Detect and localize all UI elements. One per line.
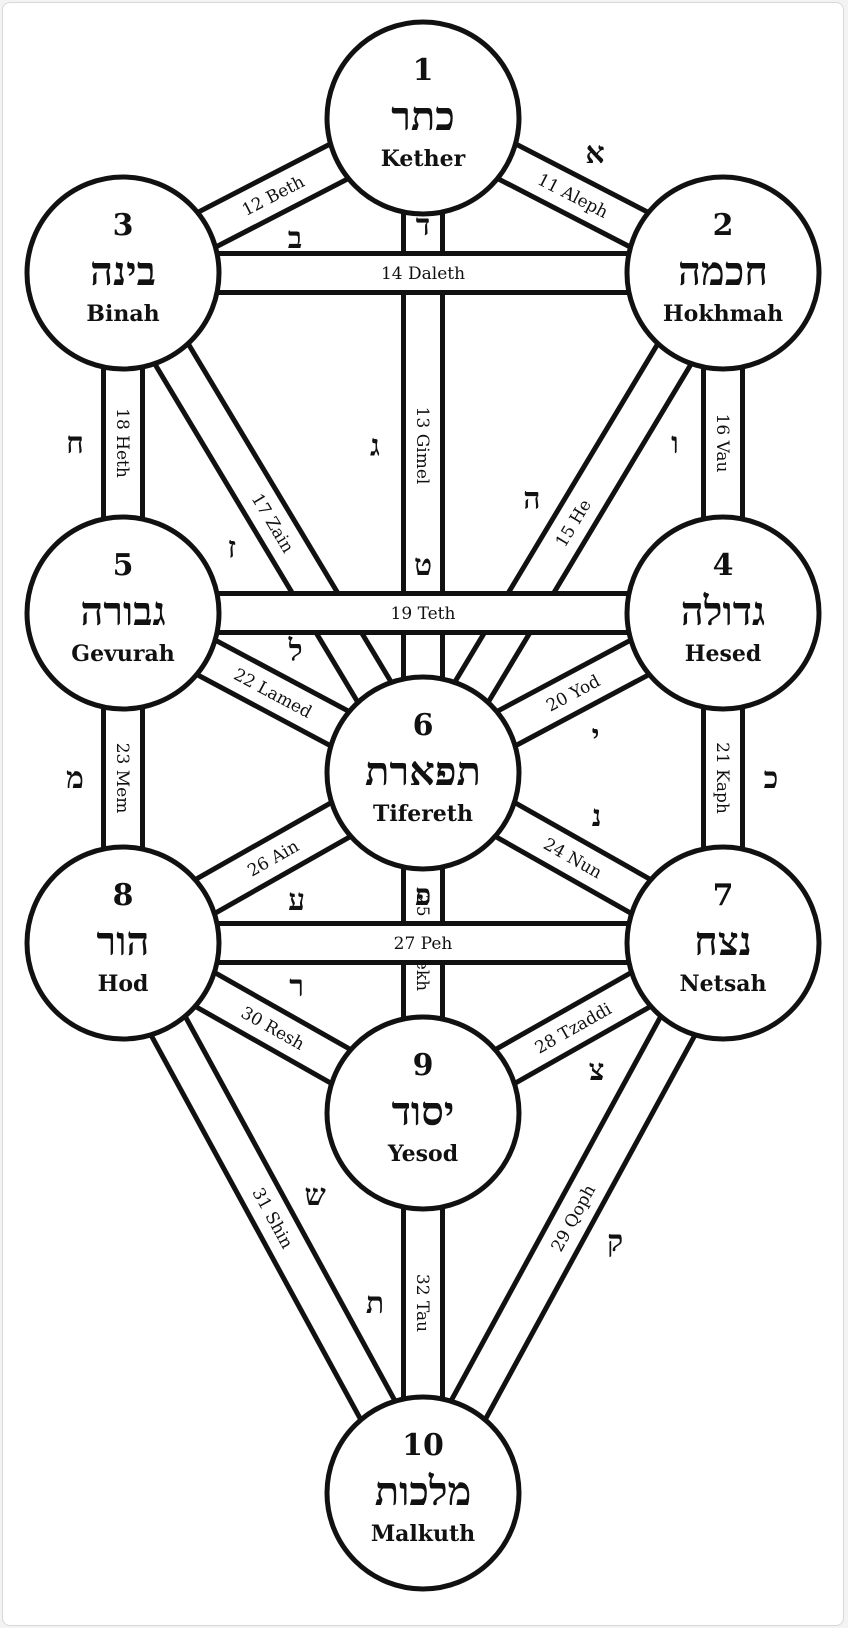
sephirah-tifereth: 6 תפארת Tifereth (324, 674, 522, 872)
sephirah-hebrew-name: גבורה (80, 588, 165, 635)
path-19-teth: 19 Teth ט (123, 548, 723, 635)
sephirah-yesod: 9 יסוד Yesod (324, 1014, 522, 1212)
path-letter-peh: פ (415, 878, 431, 913)
sephirah-binah: 3 בינה Binah (24, 174, 222, 372)
sephirah-name: Yesod (387, 1141, 458, 1167)
path-letter-kaph: כ (764, 761, 779, 796)
sephirah-circle (624, 844, 822, 1042)
path-letter-lamed: ל (288, 634, 303, 669)
sephirah-circle (24, 174, 222, 372)
sephirah-malkuth: 10 מלכות Malkuth (324, 1394, 522, 1592)
path-letter-heth: ח (66, 426, 84, 461)
sephirah-name: Binah (86, 301, 159, 327)
sephirah-gevurah: 5 גבורה Gevurah (24, 514, 222, 712)
path-label: 32 Tau (412, 1274, 432, 1332)
sephirah-number: 9 (413, 1048, 434, 1083)
path-label: 13 Gimel (412, 407, 432, 485)
path-letter-ain: ע (288, 883, 305, 918)
sephirah-circle (324, 674, 522, 872)
sephirah-hebrew-name: גדולה (681, 588, 765, 635)
sephirah-hebrew-name: תפארת (365, 748, 481, 795)
sephirah-hesed: 4 גדולה Hesed (624, 514, 822, 712)
sephirah-name: Kether (381, 146, 466, 172)
sephirah-name: Tifereth (373, 801, 473, 827)
sephirah-circle (324, 1394, 522, 1592)
sephirah-circle (624, 514, 822, 712)
sephirah-kether: 1 כתר Kether (324, 19, 522, 217)
path-letter-vau: ו (671, 426, 679, 461)
path-label: 23 Mem (112, 743, 132, 814)
sephirot-layer: 1כתרKether2חכמהHokhmah3בינהBinah4גדולהHe… (24, 19, 822, 1592)
sephirah-netsah: 7 נצח Netsah (624, 844, 822, 1042)
path-27-peh: 27 Peh פ (123, 878, 723, 965)
path-band-fill (408, 934, 738, 1502)
sephirah-hebrew-name: בינה (90, 248, 156, 295)
sephirah-hod: 8 הור Hod (24, 844, 222, 1042)
path-letter-gimel: ג (370, 429, 380, 464)
path-label: 19 Teth (391, 604, 456, 624)
path-letter-shin: ש (305, 1178, 326, 1213)
sephirah-hebrew-name: יסוד (392, 1088, 455, 1135)
path-letter-tzaddi: צ (589, 1053, 605, 1088)
sephirah-circle (324, 1014, 522, 1212)
sephirah-name: Hod (98, 971, 149, 997)
path-letter-beth: ב (288, 221, 302, 256)
sephirah-number: 1 (413, 53, 434, 88)
path-letter-aleph: א (585, 136, 604, 171)
path-letter-mem: מ (66, 761, 84, 796)
path-label: 27 Peh (394, 934, 453, 954)
sephirah-number: 2 (713, 208, 734, 243)
path-letter-zain: ז (228, 531, 236, 566)
sephirah-hebrew-name: הור (97, 918, 150, 965)
sephirah-name: Hokhmah (663, 301, 783, 327)
path-label: 18 Heth (112, 408, 132, 478)
sephirah-number: 5 (113, 548, 134, 583)
path-label: 21 Kaph (712, 742, 732, 814)
sephirah-number: 10 (402, 1428, 444, 1463)
path-letter-nun: נ (592, 799, 602, 834)
sephirah-hokhmah: 2 חכמה Hokhmah (624, 174, 822, 372)
sephirah-name: Malkuth (371, 1521, 475, 1547)
sephirah-number: 8 (113, 878, 134, 913)
path-letter-he: ה (523, 481, 540, 516)
path-letter-tau: ת (366, 1286, 384, 1321)
sephirah-hebrew-name: מלכות (375, 1468, 472, 1515)
path-letter-resh: ר (289, 969, 304, 1004)
sephirah-hebrew-name: כתר (391, 93, 455, 140)
path-label: 16 Vau (712, 414, 732, 473)
sephirah-circle (24, 514, 222, 712)
sephirah-name: Gevurah (71, 641, 174, 667)
path-14-daleth: 14 Daleth ד (123, 208, 723, 295)
path-label: 14 Daleth (381, 264, 465, 284)
path-letter-daleth: ד (416, 208, 430, 243)
path-letter-yod: י (592, 718, 600, 753)
path-letter-teth: ט (414, 548, 432, 583)
sephirah-number: 4 (713, 548, 734, 583)
sephirah-circle (24, 844, 222, 1042)
path-letter-qoph: ק (607, 1224, 623, 1259)
path-band-fill (108, 934, 438, 1502)
sephirah-number: 6 (413, 708, 434, 743)
sephirah-circle (624, 174, 822, 372)
sephirah-circle (324, 19, 522, 217)
sephirah-number: 3 (113, 208, 134, 243)
sephirah-name: Netsah (680, 971, 767, 997)
sephirah-hebrew-name: נצח (694, 918, 752, 965)
sephirah-number: 7 (713, 878, 734, 913)
path-13-gimel: 13 Gimel ג (370, 118, 445, 773)
sephirah-name: Hesed (685, 641, 762, 667)
sephirah-hebrew-name: חכמה (678, 248, 768, 295)
